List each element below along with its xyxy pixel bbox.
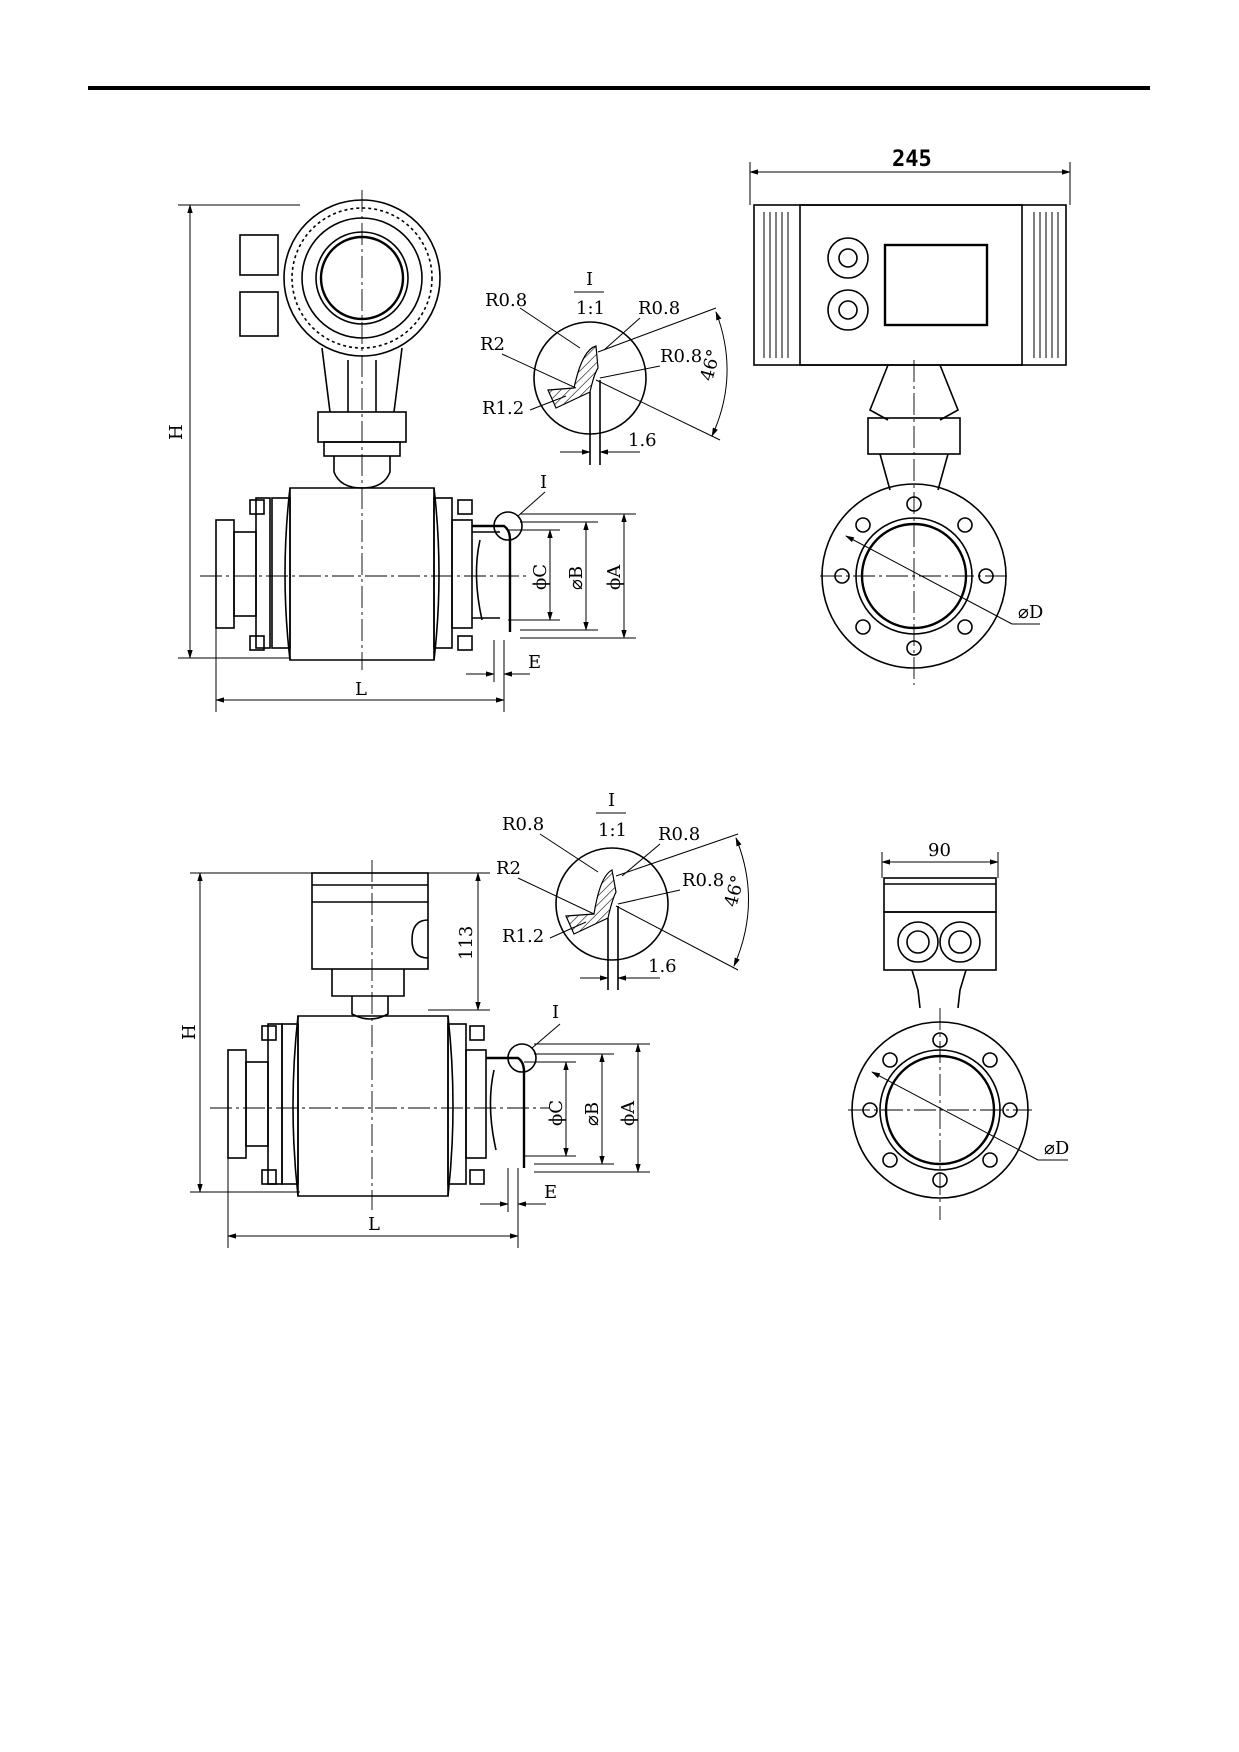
bottom-front-view: 90 ⌀D bbox=[848, 840, 1069, 1220]
bottom-phiA-label: ϕA bbox=[618, 1100, 639, 1126]
bottom-detail-title: I bbox=[608, 790, 615, 811]
bottom-side-view: H 113 I ϕC ⌀B bbox=[179, 860, 650, 1248]
bottom-r08-left: R0.8 bbox=[502, 814, 544, 835]
top-phiA-label: ϕA bbox=[604, 564, 625, 590]
top-r2-label: R2 bbox=[480, 334, 505, 355]
top-phiB-label: ⌀B bbox=[566, 566, 587, 590]
dim-H-label: H bbox=[166, 424, 187, 440]
top-detail-marker: I bbox=[540, 472, 547, 493]
dim-H-label-2: H bbox=[179, 1024, 200, 1040]
bottom-detail-scale: 1:1 bbox=[598, 820, 627, 841]
bottom-thickness-label: 1.6 bbox=[648, 956, 677, 977]
bottom-detail-marker: I bbox=[552, 1002, 559, 1023]
top-thickness-label: 1.6 bbox=[628, 430, 657, 451]
top-detail-title: I bbox=[586, 269, 593, 290]
bottom-phiD-label: ⌀D bbox=[1044, 1138, 1069, 1159]
top-phiD-label: ⌀D bbox=[1018, 602, 1043, 623]
bottom-phiC-label: ϕC bbox=[546, 1100, 567, 1126]
top-detail-scale: 1:1 bbox=[576, 298, 605, 319]
bottom-r08-right: R0.8 bbox=[658, 824, 700, 845]
top-phiC-label: ϕC bbox=[530, 564, 551, 590]
bottom-angle-label: 46° bbox=[721, 873, 750, 909]
bottom-detail-view: I 1:1 46° R0.8 R0.8 R0.8 R2 R1.2 1.6 bbox=[496, 790, 749, 990]
top-dim-E: E bbox=[528, 652, 541, 673]
top-r08-left: R0.8 bbox=[485, 290, 527, 311]
top-r08-mid: R0.8 bbox=[660, 346, 702, 367]
top-detail-view: I 1:1 46° R0.8 R0.8 R0.8 R2 R1.2 1.6 bbox=[480, 269, 728, 465]
bottom-height-label: 113 bbox=[456, 926, 477, 960]
bottom-r12-label: R1.2 bbox=[502, 926, 544, 947]
top-r08-right: R0.8 bbox=[638, 298, 680, 319]
bottom-phiB-label: ⌀B bbox=[582, 1102, 603, 1126]
bottom-dim-L: L bbox=[368, 1214, 380, 1235]
bottom-width-label: 90 bbox=[928, 840, 951, 861]
bottom-r08-mid: R0.8 bbox=[682, 870, 724, 891]
top-dim-L: L bbox=[355, 679, 367, 700]
bottom-dim-E: E bbox=[544, 1182, 557, 1203]
top-width-label: 245 bbox=[892, 147, 932, 172]
bottom-r2-label: R2 bbox=[496, 858, 521, 879]
top-front-view: 245 ⌀D bbox=[749, 147, 1071, 685]
top-r12-label: R1.2 bbox=[482, 398, 524, 419]
top-side-view: H I bbox=[166, 190, 636, 712]
